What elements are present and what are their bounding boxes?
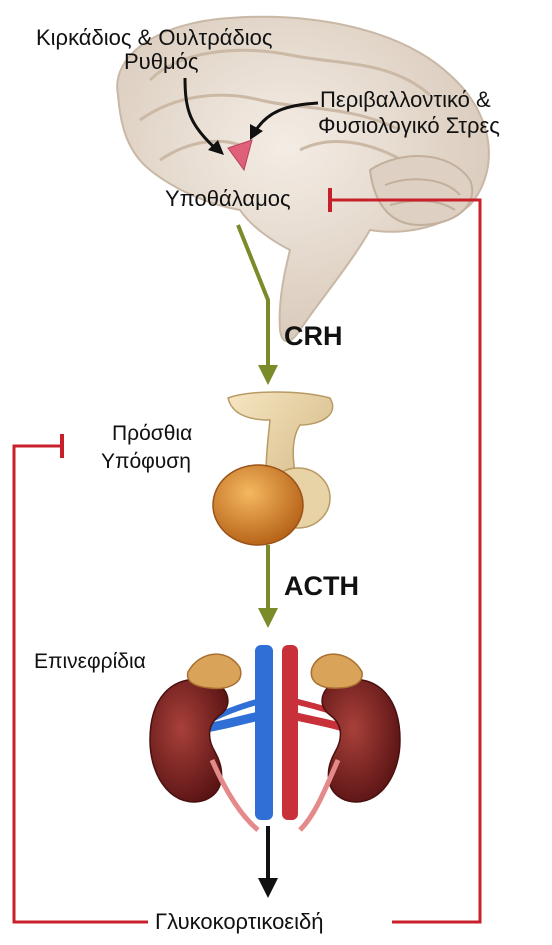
crh-arrow — [238, 225, 278, 385]
acth-arrow — [258, 545, 278, 628]
acth-label: ACTH — [284, 572, 359, 602]
rhythm-label: Ρυθμός — [124, 50, 198, 74]
crh-label: CRH — [284, 322, 343, 352]
feedback-pituitary-line — [14, 434, 148, 922]
feedback-hypothalamus-line — [330, 188, 480, 922]
glucocorticoid-arrow — [258, 826, 278, 898]
stress-label-line1: Περιβαλλοντικό & — [320, 88, 491, 112]
kidneys-adrenal-icon — [150, 645, 400, 830]
pituitary-label-line2: Υπόφυση — [101, 450, 191, 473]
adrenal-label: Επινεφρίδια — [34, 650, 146, 673]
pituitary-gland-icon — [213, 392, 333, 545]
glucocorticoids-label: Γλυκοκορτικοειδή — [155, 910, 323, 934]
pituitary-label-line1: Πρόσθια — [112, 422, 192, 445]
stress-label-line2: Φυσιολογικό Στρες — [318, 114, 500, 138]
circadian-label: Κιρκάδιος & Ουλτράδιος — [36, 26, 272, 50]
hypothalamus-label: Υποθάλαμος — [165, 187, 291, 211]
